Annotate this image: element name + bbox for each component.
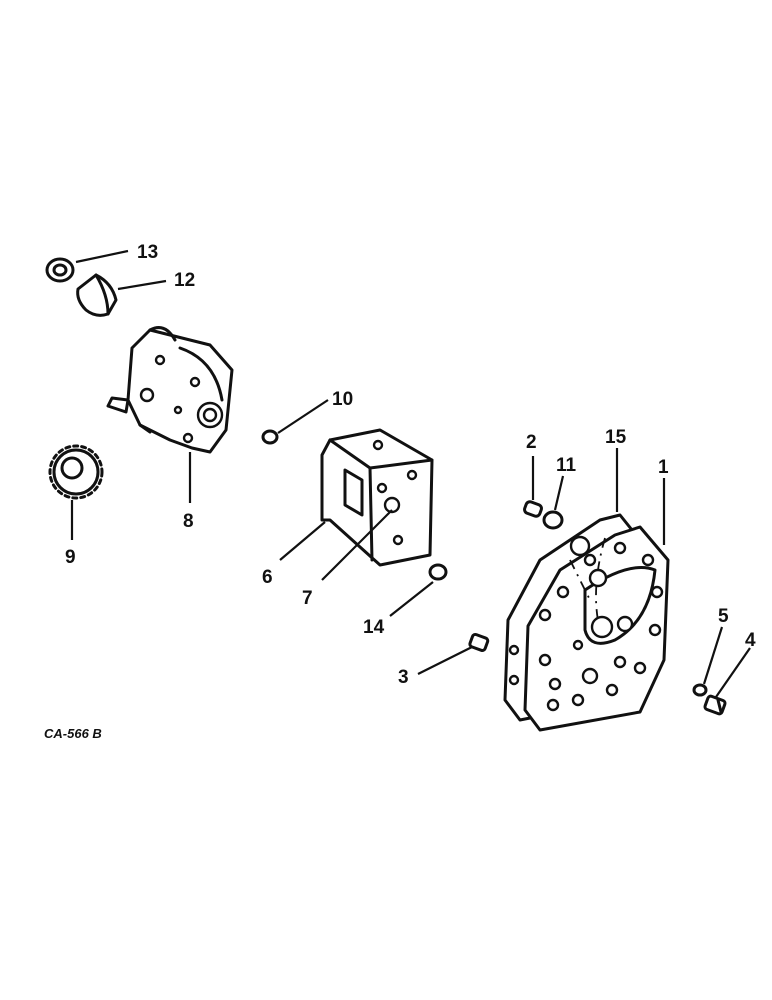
part-13-seal-ring: [45, 257, 75, 283]
callout-7: 7: [302, 588, 313, 609]
leader-lines: [70, 249, 751, 698]
leader-10: [277, 399, 329, 434]
part-5-washer: [692, 683, 708, 697]
leader-4: [715, 647, 751, 698]
part-14-o-ring: [428, 563, 448, 581]
part-9-gear: [48, 444, 104, 500]
leader-11: [553, 475, 565, 511]
callout-1: 1: [658, 457, 669, 478]
callout-5: 5: [718, 606, 729, 627]
part-12-sleeve: [76, 273, 118, 317]
leader-5: [702, 626, 724, 685]
callout-8: 8: [183, 511, 194, 532]
part-2-dowel-pin: [523, 500, 543, 518]
figure-code: CA-566 B: [44, 726, 102, 741]
callout-14: 14: [363, 617, 385, 638]
leader-13: [75, 249, 129, 264]
callout-15: 15: [605, 427, 627, 448]
part-10-o-ring: [261, 429, 279, 445]
callout-10: 10: [332, 389, 353, 410]
leader-14: [389, 581, 434, 617]
callout-11: 11: [556, 455, 577, 476]
plate-bolt-holes: [508, 535, 664, 712]
leader-6: [279, 521, 326, 561]
part-6-spacer-block: [320, 428, 434, 567]
part-3-plug: [468, 632, 490, 652]
leader-3: [417, 646, 473, 675]
callout-4: 4: [745, 630, 756, 651]
leader-7: [321, 509, 393, 581]
callout-9: 9: [65, 547, 76, 568]
leader-12: [117, 279, 167, 291]
callout-2: 2: [526, 432, 537, 453]
callout-12: 12: [174, 270, 195, 291]
part-4-bolt: [703, 694, 727, 716]
part-8-pump-body: [106, 326, 234, 454]
callout-6: 6: [262, 567, 273, 588]
callout-3: 3: [398, 667, 409, 688]
callout-13: 13: [137, 242, 158, 263]
part-1-and-15-mounting-plate: [503, 513, 670, 732]
callout-labels: 13 12 10 8 9 6 7 14 3 2 11 15 1 5 4: [65, 242, 756, 688]
part-11-o-ring: [542, 510, 564, 530]
